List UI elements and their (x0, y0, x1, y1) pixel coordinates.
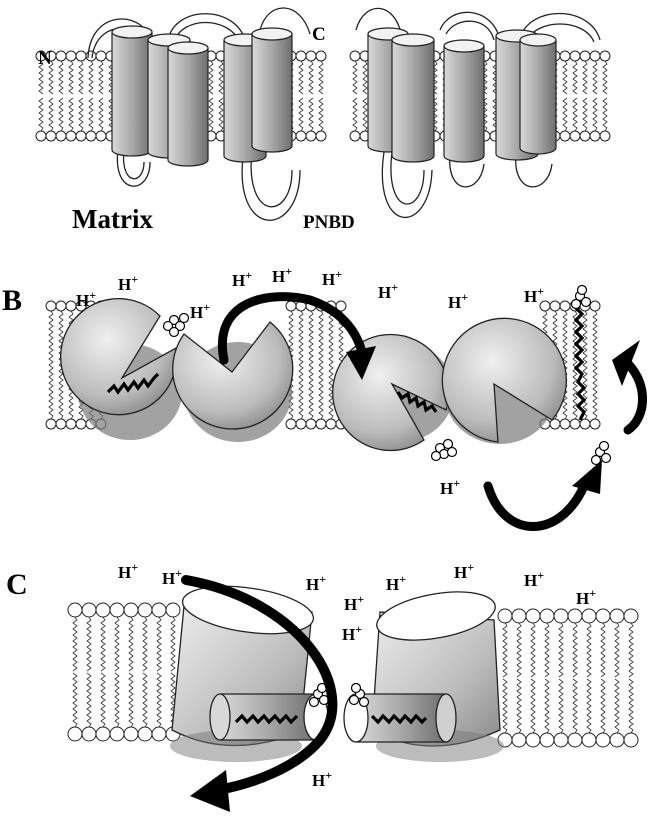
panel-c-proton-label: H+ (312, 768, 332, 790)
panel-b-proton-label: H+ (190, 300, 210, 322)
panel-c-proton-label: H+ (118, 560, 138, 582)
pnbd-label: PNBD (303, 212, 355, 233)
transmembrane-helices (112, 26, 556, 166)
right-channel-half (344, 584, 504, 762)
panel-b-proton-label: H+ (232, 268, 252, 290)
matrix-label: Matrix (72, 204, 153, 234)
panel-c-proton-label: H+ (342, 622, 362, 644)
panel-c-letter: C (6, 568, 28, 601)
panel-c-proton-label: H+ (576, 586, 596, 608)
panel-b-proton-label: H+ (378, 280, 398, 302)
c-terminus-label: C (312, 24, 326, 45)
panel-b-proton-label: H+ (118, 272, 138, 294)
n-terminus-label: N (38, 48, 52, 69)
helix-cylinder (444, 40, 484, 162)
panel-b-proton-label: H+ (440, 476, 460, 498)
panel-b-proton-label: H+ (272, 264, 292, 286)
panel-b-letter: B (2, 284, 22, 317)
panel-b-proton-label: H+ (448, 290, 468, 312)
panel-c-proton-label: H+ (454, 560, 474, 582)
left-channel-half (170, 579, 328, 762)
helix-cylinder (392, 34, 434, 162)
bound-heads (310, 684, 369, 707)
panel-c: C H+H+H+H+H+H+H (6, 560, 596, 812)
proton-path-arrowhead (190, 770, 230, 812)
panel-c-proton-label: H+ (306, 572, 326, 594)
helix-cylinder (112, 26, 152, 156)
panel-c-proton-label: H+ (162, 566, 182, 588)
carrier-left-2 (173, 322, 293, 442)
panel-c-proton-label: H+ (386, 572, 406, 594)
panel-a: N C Matrix PNBD (38, 8, 600, 234)
helix-cylinder (520, 34, 556, 154)
lipid-bilayer-segment (68, 603, 180, 741)
lipid-bilayer-segment (498, 609, 638, 747)
panel-c-proton-label: H+ (524, 568, 544, 590)
panel-c-proton-label: H+ (344, 592, 364, 614)
helix-cylinder (168, 42, 208, 166)
helix-cylinder (252, 28, 292, 152)
carrier-left-1 (61, 299, 182, 440)
panel-b-proton-label: H+ (322, 267, 342, 289)
